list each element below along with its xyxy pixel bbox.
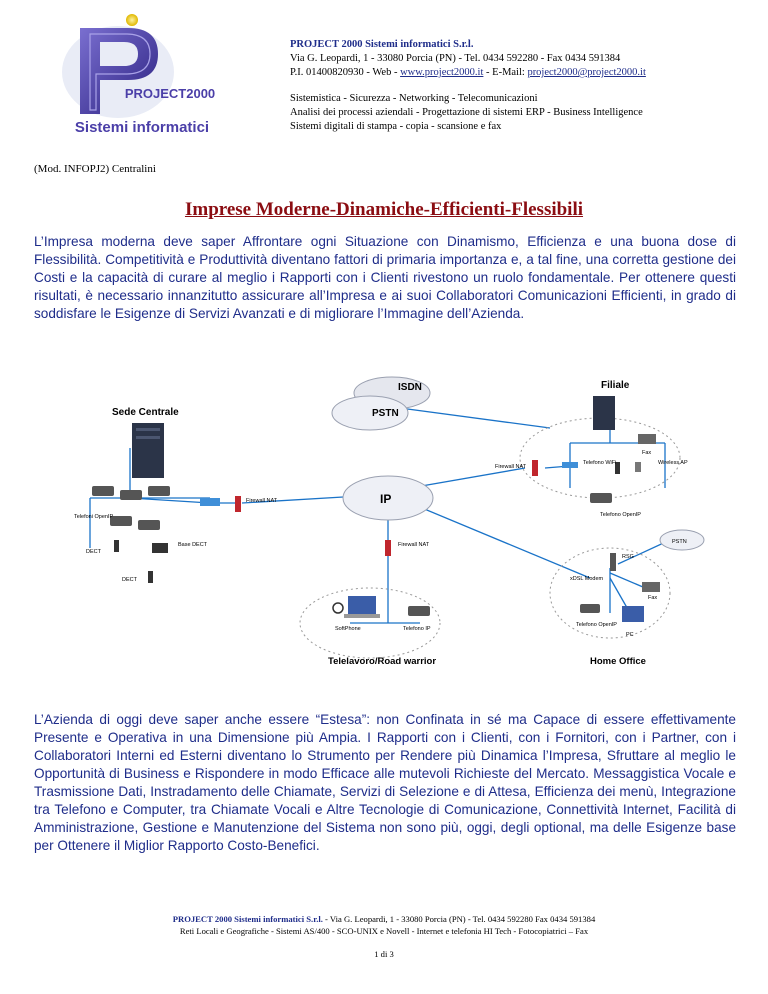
dect-label: DECT	[86, 549, 102, 555]
base-dect-icon	[152, 543, 168, 553]
openip-phone-icon	[590, 493, 612, 503]
isdn-pstn-cloud-icon	[331, 376, 431, 431]
service-line: Sistemi digitali di stampa - copia - sca…	[290, 121, 502, 132]
fax-filiale-label: Fax	[642, 450, 651, 456]
piva-text: P.I. 01400820930 - Web -	[290, 67, 401, 78]
base-dect-label: Base DECT	[178, 542, 208, 548]
fax-home-label: Fax	[648, 595, 657, 601]
pc-label: PC	[626, 632, 634, 638]
wifi-phone-icon	[615, 462, 620, 474]
page-footer: PROJECT 2000 Sistemi informatici S.r.l. …	[0, 913, 768, 937]
rsg-label: RSG	[622, 554, 634, 560]
firewall-nat-sede-label: Firewall NAT	[246, 498, 278, 504]
pstn-home-label: PSTN	[672, 539, 687, 545]
rsg-icon	[610, 553, 616, 571]
page-title: Imprese Moderne-Dinamiche-Efficienti-Fle…	[184, 199, 584, 220]
services-list: Sistemistica - Sicurezza - Networking - …	[290, 92, 646, 134]
telefono-ip-label: Telefono IP	[403, 626, 431, 632]
footer-company: PROJECT 2000 Sistemi informatici S.r.l.	[172, 914, 323, 924]
pbx-server-icon	[132, 423, 164, 478]
telefono-wifi-label: Telefono WiFi	[583, 460, 616, 466]
fax-icon	[642, 582, 660, 592]
firewall-icon	[532, 460, 538, 476]
firewall-nat-tele-label: Firewall NAT	[398, 542, 430, 548]
telefono-openip-home-label: Telefono OpenIP	[576, 622, 617, 628]
wireless-ap-icon	[635, 462, 641, 472]
filiale-pbx-icon	[593, 396, 615, 430]
sede-centrale-label: Sede Centrale	[112, 407, 179, 418]
pc-icon	[622, 606, 644, 622]
ip-label: IP	[380, 492, 391, 506]
openip-phone-icon	[580, 604, 600, 613]
footer-line-1: PROJECT 2000 Sistemi informatici S.r.l. …	[0, 913, 768, 925]
home-office-label: Home Office	[590, 656, 646, 667]
intro-paragraph: L’Impresa moderna deve saper Affrontare …	[34, 234, 736, 321]
fax-icon	[638, 434, 656, 444]
dect-handset-icon	[114, 540, 119, 552]
footer-line-2: Reti Locali e Geografiche - Sistemi AS/4…	[179, 926, 589, 936]
email-prefix: - E-Mail:	[483, 67, 528, 78]
pstn-label: PSTN	[372, 408, 399, 419]
service-line: Analisi dei processi aziendali - Progett…	[290, 107, 643, 118]
ip-phone-icon	[408, 606, 430, 616]
footer-address: - Via G. Leopardi, 1 - 33080 Porcia (PN)…	[322, 914, 596, 924]
logo-brand: PROJECT2000	[125, 86, 215, 101]
dect-label: DECT	[122, 577, 138, 583]
laptop-icon	[344, 596, 380, 618]
page-number: 1 di 3	[374, 949, 394, 959]
letterhead: PROJECT 2000 Sistemi informatici S.r.l. …	[290, 38, 646, 134]
pstn-home-cloud-icon	[659, 529, 705, 551]
telefono-openip-filiale-label: Telefono OpenIP	[600, 512, 641, 518]
wireless-ap-label: Wireless AP	[658, 460, 688, 466]
isdn-label: ISDN	[398, 382, 422, 393]
openip-phones-icon	[92, 486, 170, 530]
telelavoro-label: Telelavoro/Road warrior	[328, 656, 436, 667]
switch-icon	[200, 498, 220, 506]
module-label: (Mod. INFOPJ2) Centralini	[34, 163, 156, 175]
firewall-icon	[385, 540, 391, 556]
body-paragraph: L’Azienda di oggi deve saper anche esser…	[34, 712, 736, 853]
telefoni-openip-label: Telefoni OpenIP	[74, 514, 113, 520]
softphone-label: SoftPhone	[335, 626, 361, 632]
ip-cloud-icon	[342, 475, 434, 521]
company-contacts: P.I. 01400820930 - Web - www.project2000…	[290, 66, 646, 80]
firewall-icon	[235, 496, 241, 512]
email-link[interactable]: project2000@project2000.it	[527, 67, 646, 78]
network-diagram: ISDN PSTN IP PSTN Sede Centrale Telefoni…	[70, 368, 710, 668]
firewall-nat-filiale-label: Firewall NAT	[495, 464, 527, 470]
headset-icon	[332, 602, 344, 614]
company-logo: PROJECT2000 Sistemi informatici	[50, 10, 240, 140]
company-name: PROJECT 2000 Sistemi informatici S.r.l.	[290, 39, 474, 50]
service-line: Sistemistica - Sicurezza - Networking - …	[290, 93, 538, 104]
dect-handset-icon	[148, 571, 153, 583]
switch-icon	[562, 462, 578, 468]
web-link[interactable]: www.project2000.it	[400, 67, 484, 78]
xdsl-modem-label: xDSL Modem	[570, 576, 604, 582]
filiale-label: Filiale	[601, 380, 630, 391]
logo-tagline: Sistemi informatici	[75, 119, 209, 136]
company-address: Via G. Leopardi, 1 - 33080 Porcia (PN) -…	[290, 53, 621, 64]
